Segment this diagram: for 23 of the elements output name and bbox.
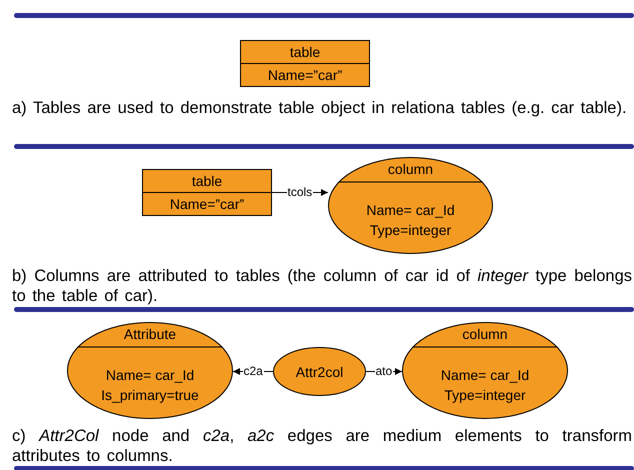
caption: a) Tables are used to demonstrate table object in relationa tables (e.g. car table). [12, 98, 628, 118]
table-box [240, 40, 370, 87]
entity-ellipse [273, 347, 366, 396]
edge-label: tcols [286, 186, 314, 198]
node-text: Name=”car” [143, 192, 271, 215]
entity-ellipse [67, 322, 233, 419]
edge-label: ato [374, 364, 394, 378]
caption: c) Attr2Col node and c2a, a2c edges are medium elements to transform attributes to columns. [12, 426, 632, 466]
node-text: Attr2col [294, 362, 344, 380]
node-heading: Attribute [122, 325, 178, 343]
node-heading: table [190, 172, 224, 191]
node-heading: table [288, 43, 322, 62]
table-box [142, 169, 272, 216]
node-text: Name= car_Id Is_primary=true [100, 366, 200, 405]
node-text: Name= car_Id Type=integer [365, 201, 456, 240]
entity-ellipse [402, 322, 568, 419]
node-text: Name=”car” [241, 63, 369, 86]
edge-label: c2a [242, 364, 264, 378]
node-heading: column [386, 160, 434, 178]
node-heading: column [461, 325, 509, 343]
entity-ellipse [328, 157, 493, 254]
caption: b) Columns are attributed to tables (the column of car id of integer type belongs to the table of car). [12, 266, 632, 306]
node-text: Name= car_Id Type=integer [440, 366, 530, 405]
